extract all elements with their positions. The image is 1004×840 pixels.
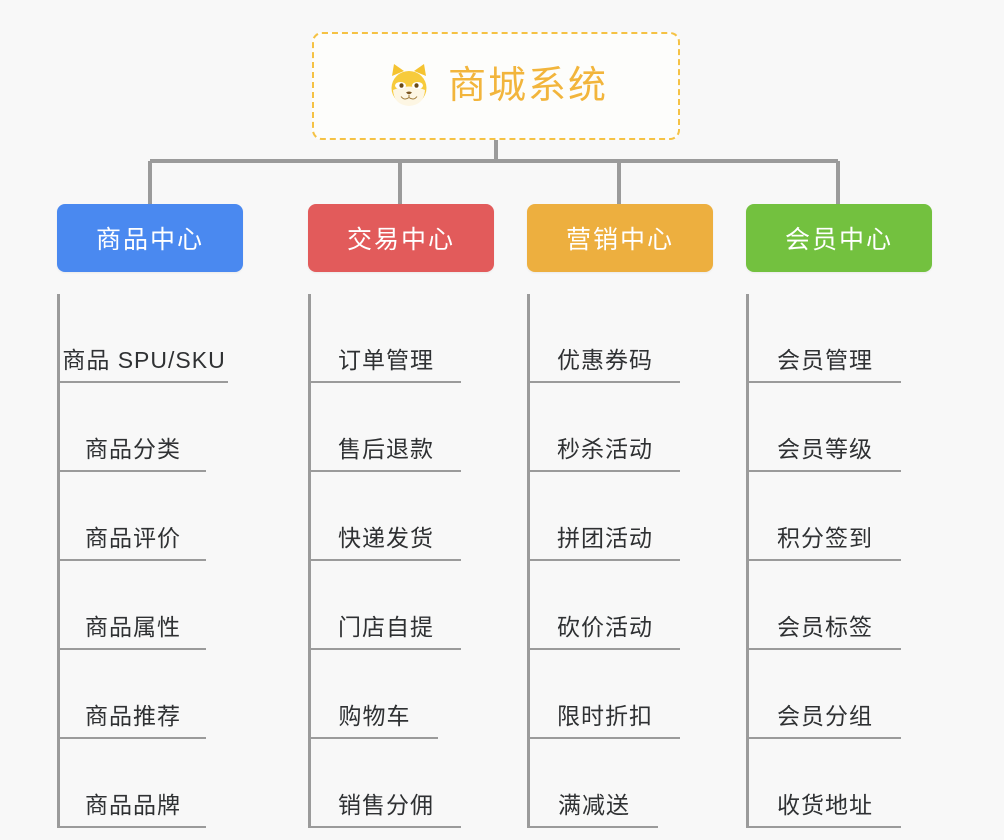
leaf-item[interactable]: 满减送 [530,739,658,828]
leaf-item[interactable]: 收货地址 [749,739,901,828]
leaf-label: 商品推荐 [85,703,181,729]
branch-column-1: 交易中心 订单管理 售后退款 快递发货 门店自提 购物车 销售分佣 [308,204,494,828]
leaf-item[interactable]: 积分签到 [749,472,901,561]
branch-header-3[interactable]: 会员中心 [746,204,932,272]
leaf-list-3: 会员管理 会员等级 积分签到 会员标签 会员分组 收货地址 [746,294,901,828]
leaf-label: 会员标签 [777,614,873,640]
leaf-label: 拼团活动 [557,525,653,551]
branch-column-0: 商品中心 商品 SPU/SKU 商品分类 商品评价 商品属性 商品推荐 商品品牌 [57,204,243,828]
leaf-item[interactable]: 商品评价 [60,472,206,561]
leaf-item[interactable]: 秒杀活动 [530,383,680,472]
leaf-label: 商品品牌 [85,792,181,818]
root-title: 商城系统 [447,65,608,107]
leaf-list-1: 订单管理 售后退款 快递发货 门店自提 购物车 销售分佣 [308,294,461,828]
leaf-item[interactable]: 销售分佣 [311,739,461,828]
leaf-label: 收货地址 [777,792,873,818]
leaf-item[interactable]: 拼团活动 [530,472,680,561]
leaf-item[interactable]: 限时折扣 [530,650,680,739]
leaf-label: 优惠券码 [557,347,653,373]
leaf-label: 会员分组 [777,703,873,729]
leaf-label: 满减送 [558,792,630,818]
leaf-list-2: 优惠券码 秒杀活动 拼团活动 砍价活动 限时折扣 满减送 [527,294,680,828]
leaf-label: 售后退款 [338,436,434,462]
leaf-item[interactable]: 商品属性 [60,561,206,650]
leaf-item[interactable]: 商品分类 [60,383,206,472]
leaf-label: 购物车 [338,703,411,729]
leaf-label: 会员管理 [777,347,873,373]
branch-column-2: 营销中心 优惠券码 秒杀活动 拼团活动 砍价活动 限时折扣 满减送 [527,204,713,828]
leaf-item[interactable]: 订单管理 [311,294,461,383]
root-node[interactable]: 商城系统 [312,32,680,140]
leaf-label: 门店自提 [338,614,434,640]
leaf-label: 商品评价 [85,525,181,551]
leaf-item[interactable]: 商品推荐 [60,650,206,739]
leaf-label: 砍价活动 [557,614,653,640]
leaf-item[interactable]: 快递发货 [311,472,461,561]
leaf-item[interactable]: 商品品牌 [60,739,206,828]
leaf-label: 会员等级 [777,436,873,462]
branch-header-0[interactable]: 商品中心 [57,204,243,272]
leaf-label: 限时折扣 [557,703,653,729]
branch-column-3: 会员中心 会员管理 会员等级 积分签到 会员标签 会员分组 收货地址 [746,204,932,828]
leaf-item[interactable]: 购物车 [311,650,438,739]
leaf-item[interactable]: 会员管理 [749,294,901,383]
leaf-label: 秒杀活动 [557,436,653,462]
shiba-dog-icon [391,64,427,106]
leaf-item[interactable]: 商品 SPU/SKU [60,294,228,383]
branch-header-2[interactable]: 营销中心 [527,204,713,272]
leaf-label: 订单管理 [338,347,434,373]
leaf-item[interactable]: 售后退款 [311,383,461,472]
leaf-label: 积分签到 [777,525,873,551]
branch-header-1[interactable]: 交易中心 [308,204,494,272]
leaf-list-0: 商品 SPU/SKU 商品分类 商品评价 商品属性 商品推荐 商品品牌 [57,294,228,828]
leaf-label: 商品属性 [85,614,181,640]
leaf-label: 快递发货 [338,525,434,551]
leaf-item[interactable]: 会员分组 [749,650,901,739]
leaf-item[interactable]: 会员等级 [749,383,901,472]
leaf-item[interactable]: 门店自提 [311,561,461,650]
leaf-item[interactable]: 会员标签 [749,561,901,650]
leaf-item[interactable]: 优惠券码 [530,294,680,383]
leaf-label: 商品 SPU/SKU [62,347,226,373]
leaf-label: 商品分类 [85,436,181,462]
leaf-label: 销售分佣 [338,792,434,818]
leaf-item[interactable]: 砍价活动 [530,561,680,650]
